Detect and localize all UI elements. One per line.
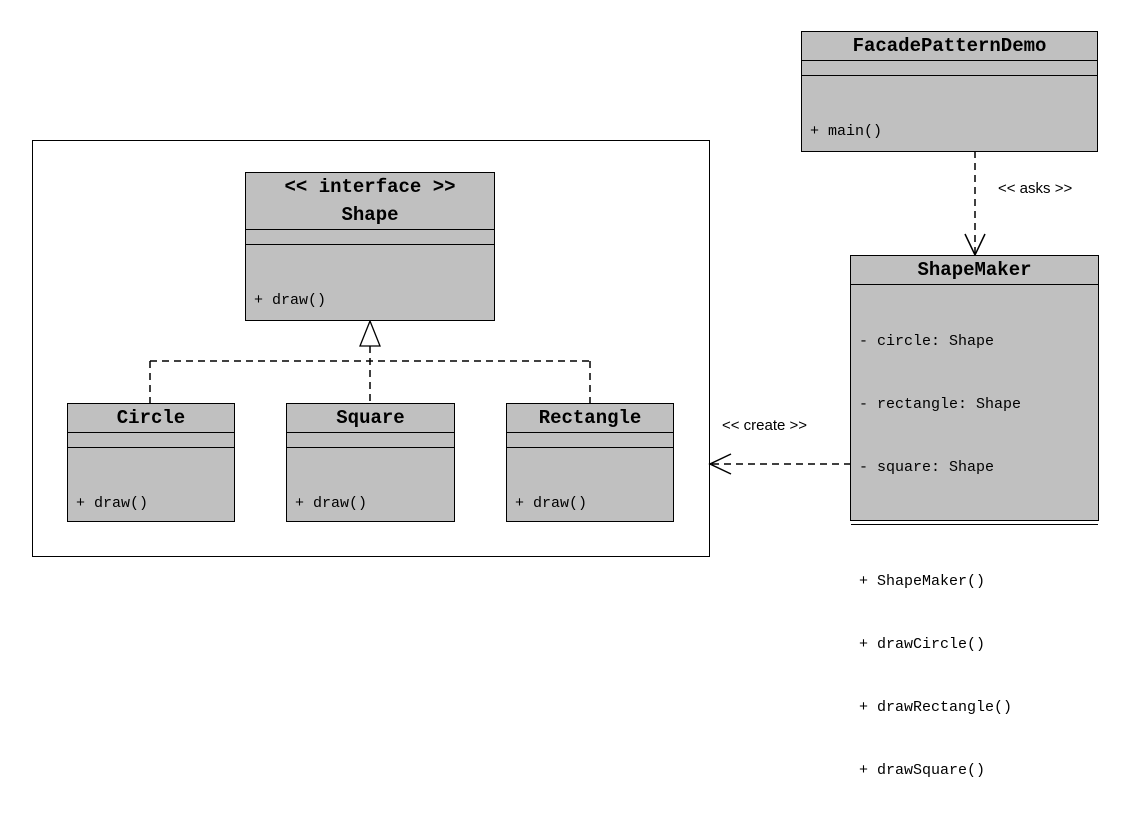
attributes-compartment [246,229,494,244]
create-relation-label: << create >> [722,417,808,434]
class-name: Shape [341,204,399,226]
attributes-compartment [802,60,1097,75]
class-name-box: << interface >> Shape [246,173,494,229]
attributes-compartment [287,432,454,447]
package-frame [32,140,710,557]
methods-compartment: + draw() [287,447,454,560]
square-class[interactable]: Square + draw() [286,403,455,522]
method-item: + main() [810,123,883,140]
attribute-item: - rectangle: Shape [859,396,1022,413]
method-item: + ShapeMaker() [859,573,986,590]
methods-compartment: + draw() [68,447,234,560]
class-stereotype: << interface >> [284,176,456,198]
attribute-item: - square: Shape [859,459,995,476]
method-item: + drawRectangle() [859,699,1013,716]
method-item: + draw() [515,495,588,512]
attributes-compartment [68,432,234,447]
class-name: Rectangle [538,407,642,429]
class-name: FacadePatternDemo [852,35,1047,57]
class-name: Square [336,407,405,429]
uml-diagram-canvas: FacadePatternDemo + main() << interface … [32,31,1099,779]
method-item: + drawSquare() [859,762,986,779]
attributes-compartment: - circle: Shape - rectangle: Shape - squ… [851,284,1098,524]
shape-maker-class[interactable]: ShapeMaker - circle: Shape - rectangle: … [850,255,1099,779]
attribute-item: - circle: Shape [859,333,995,350]
facade-pattern-demo-class[interactable]: FacadePatternDemo + main() [801,31,1098,152]
class-name: ShapeMaker [917,259,1032,281]
method-item: + draw() [76,495,149,512]
class-name-box: FacadePatternDemo [802,32,1097,60]
attributes-compartment [507,432,673,447]
realization-connectors [149,346,591,403]
class-name-box: ShapeMaker [851,256,1098,284]
method-item: + draw() [295,495,368,512]
connector-layer [32,140,986,557]
class-name-box: Circle [68,404,234,432]
class-name: Circle [116,407,186,429]
realization-triangle-head [359,319,381,347]
rectangle-class[interactable]: Rectangle + draw() [506,403,674,522]
class-name-box: Square [287,404,454,432]
create-arrow-head [708,453,732,475]
method-item: + drawCircle() [859,636,986,653]
class-name-box: Rectangle [507,404,673,432]
methods-compartment: + draw() [246,244,494,357]
methods-compartment: + ShapeMaker() + drawCircle() + drawRect… [851,524,1098,827]
shape-interface-class[interactable]: << interface >> Shape + draw() [245,172,495,321]
method-item: + draw() [254,292,327,309]
circle-class[interactable]: Circle + draw() [67,403,235,522]
methods-compartment: + main() [802,75,1097,188]
asks-relation-label: << asks >> [998,180,1073,197]
methods-compartment: + draw() [507,447,673,560]
